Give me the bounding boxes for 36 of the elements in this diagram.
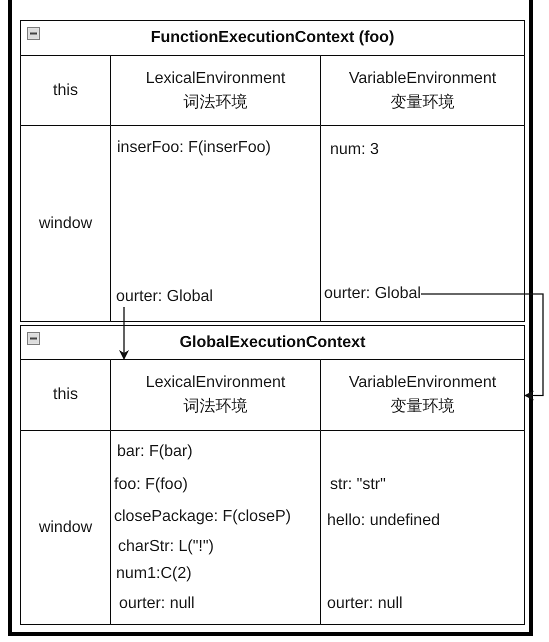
cell-subtext: 词法环境 <box>184 396 248 417</box>
environment-cell <box>111 431 321 624</box>
cell-text: this <box>53 80 78 100</box>
cell-subtext: 词法环境 <box>184 92 248 112</box>
variable-entry: inserFoo: F(inserFoo) <box>117 138 271 158</box>
variable-entry: hello: undefined <box>327 511 440 531</box>
cell-text: window <box>38 518 92 538</box>
context-title: FunctionExecutionContext (foo) <box>150 29 394 47</box>
arrow <box>119 307 129 360</box>
variable-entry: bar: F(bar) <box>117 442 193 462</box>
cell-text: LexicalEnvironment <box>146 373 286 393</box>
column-header <box>111 360 321 431</box>
variable-entry: num: 3 <box>330 140 379 160</box>
variable-entry: closePackage: F(closeP) <box>114 507 291 527</box>
variable-entry: charStr: L("!") <box>118 537 214 557</box>
execution-context-table <box>20 325 525 625</box>
cell-text: VariableEnvironment <box>348 373 496 393</box>
this-label <box>21 56 111 126</box>
context-title: GlobalExecutionContext <box>180 334 366 352</box>
variable-entry: ourter: null <box>119 594 195 614</box>
cell-text: window <box>38 214 92 234</box>
cell-text: LexicalEnvironment <box>146 68 286 88</box>
arrow <box>420 293 544 400</box>
variable-entry: str: "str" <box>330 475 386 495</box>
outer-reference: ourter: Global <box>324 284 421 304</box>
cell-subtext: 变量环境 <box>390 396 454 417</box>
variable-entry: ourter: null <box>327 594 403 614</box>
cell-text: this <box>53 385 78 405</box>
cell-text: VariableEnvironment <box>348 68 496 88</box>
cell-subtext: 变量环境 <box>390 92 454 112</box>
variable-entry: foo: F(foo) <box>114 475 188 495</box>
this-label <box>21 360 111 431</box>
variable-entry: num1:C(2) <box>116 564 192 584</box>
outer-reference: ourter: Global <box>116 287 213 307</box>
column-header <box>111 56 321 126</box>
execution-context-table <box>20 20 525 322</box>
